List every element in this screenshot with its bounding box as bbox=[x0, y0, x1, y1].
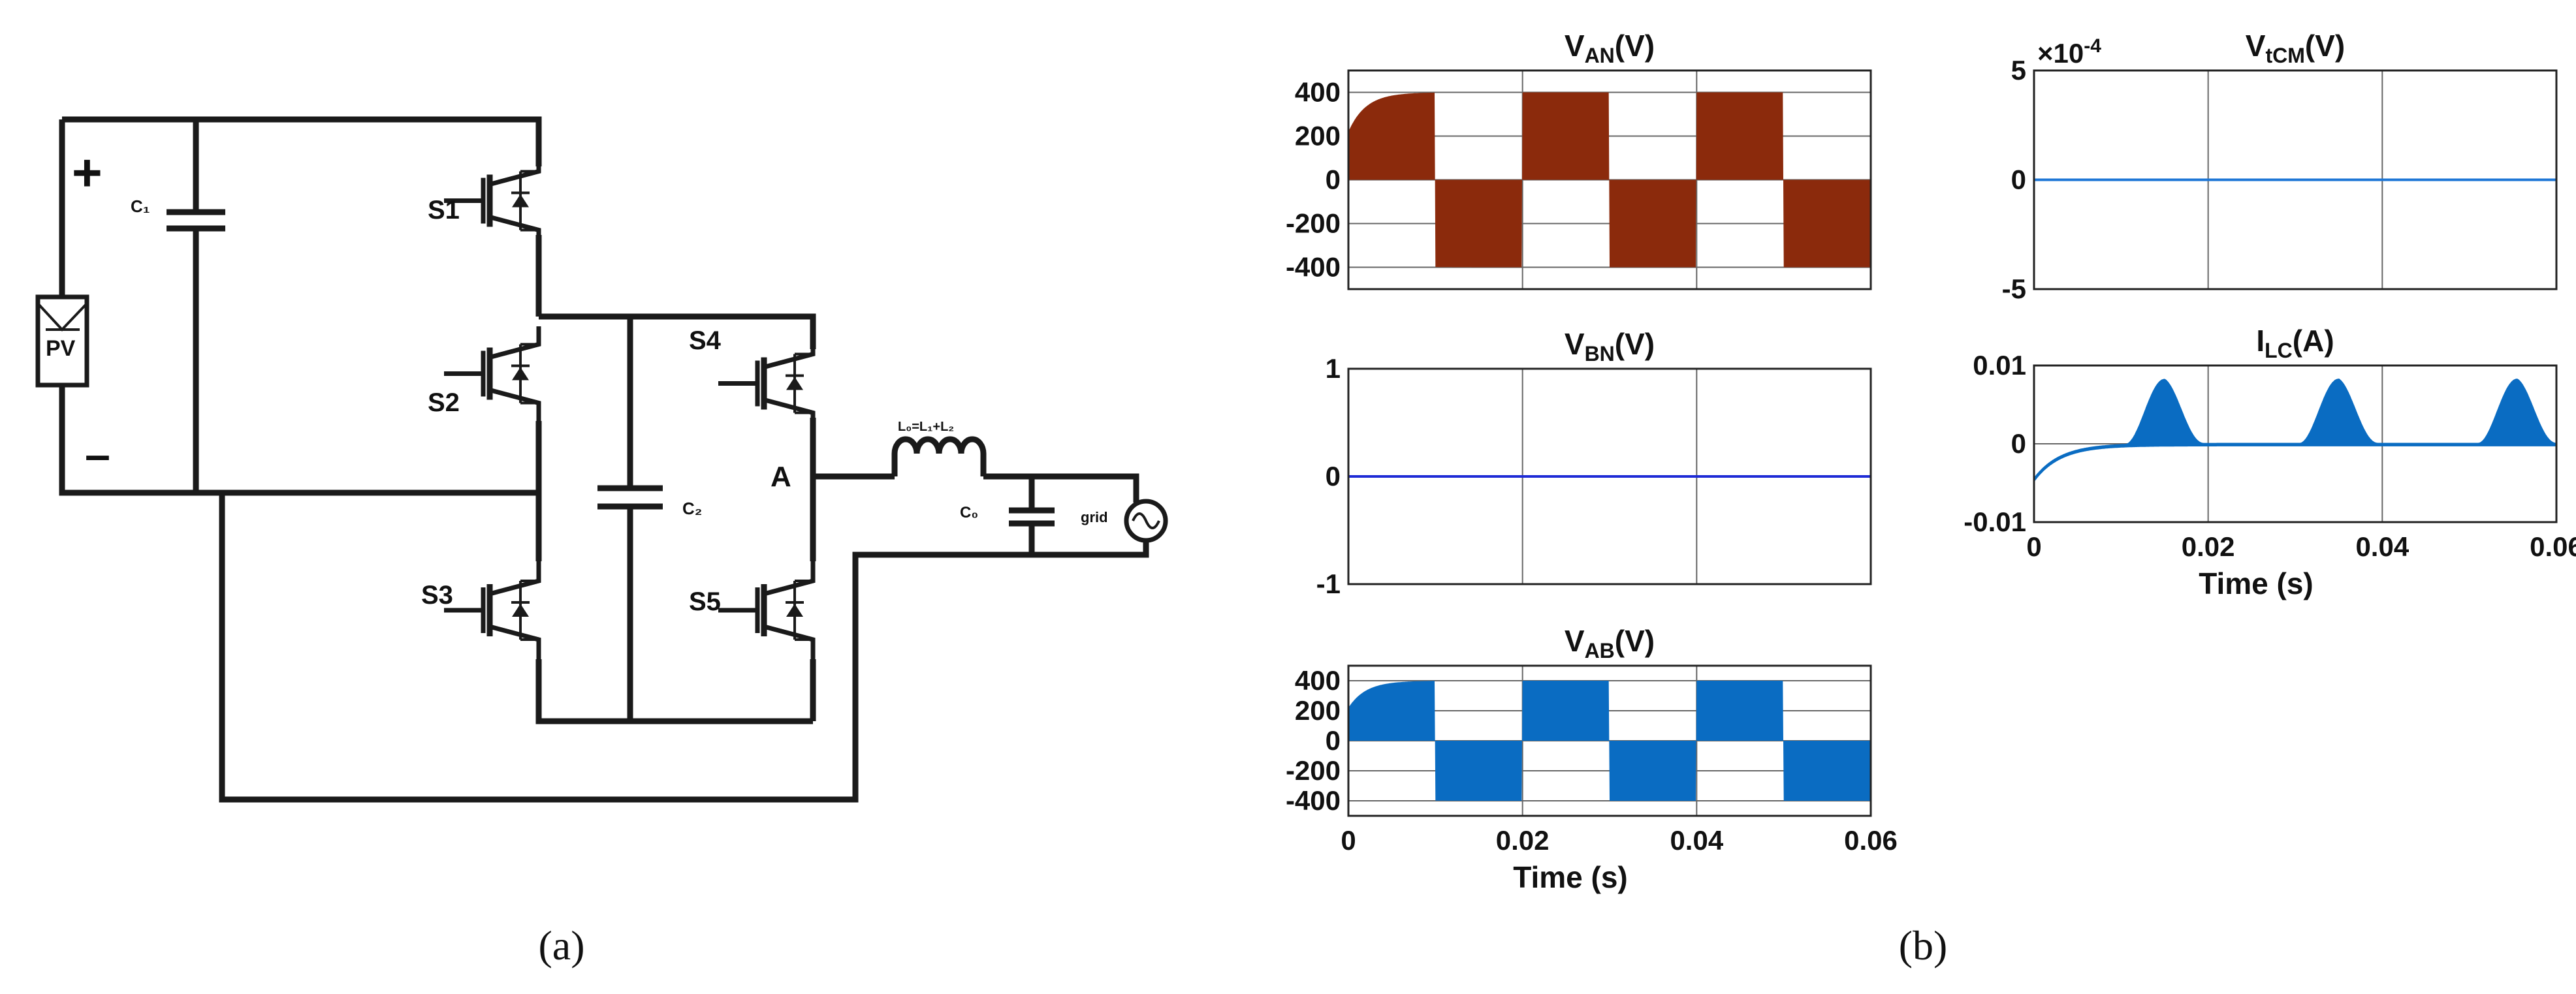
x-axis-label: Time (s) bbox=[1513, 860, 1628, 894]
x-tick-label: 0.02 bbox=[2182, 531, 2235, 562]
chart-van: 400 200 0 -200 -400 VAN(V) bbox=[1286, 29, 1872, 290]
plot-frame bbox=[1347, 664, 1872, 817]
y-tick-label: 0 bbox=[1326, 164, 1341, 195]
y-tick-label: -1 bbox=[1316, 568, 1341, 599]
y-tick-label: -400 bbox=[1286, 252, 1341, 283]
chart-vtcm: 5 0 -5 VtCM(V) ×10-4 bbox=[2002, 29, 2558, 304]
inductor-label: L₀=L₁+L₂ bbox=[898, 420, 954, 434]
y-tick-label: 200 bbox=[1295, 695, 1341, 726]
x-tick-label: 0.04 bbox=[1670, 825, 1723, 856]
s4-igbt-icon bbox=[718, 349, 816, 418]
y-tick-label: 400 bbox=[1295, 77, 1341, 108]
s4-label: S4 bbox=[689, 326, 722, 355]
waveform-charts: 4002000-200-400VAN(V)10-1VBN(V)4002000-2… bbox=[1286, 29, 2576, 894]
mid-rail-wire bbox=[539, 313, 816, 349]
chart-title: ILC(A) bbox=[2256, 324, 2334, 362]
circuit-diagram: + – PV C₁ C₂ C₀ S1 S2 S3 S4 S5 A L₀=L₁+L… bbox=[35, 116, 1168, 803]
minus-sign: – bbox=[85, 429, 110, 480]
s1-label: S1 bbox=[428, 196, 460, 225]
caption-b: (b) bbox=[1899, 922, 1948, 969]
series-ilc-line bbox=[2034, 379, 2556, 482]
node-a-label: A bbox=[771, 461, 791, 493]
x-axis-label: Time (s) bbox=[2199, 567, 2314, 600]
y-tick-label: -200 bbox=[1286, 208, 1341, 239]
caption-a: (a) bbox=[538, 922, 584, 969]
x-tick-label: 0.02 bbox=[1496, 825, 1550, 856]
y-tick-label: -0.01 bbox=[1964, 506, 2026, 537]
plot-frame bbox=[1347, 367, 1872, 585]
axis-exponent-label: ×10-4 bbox=[2037, 35, 2101, 69]
plus-sign: + bbox=[72, 144, 103, 202]
c0-label: C₀ bbox=[960, 504, 978, 521]
y-tick-label: 1 bbox=[1326, 353, 1341, 384]
top-rail-wire bbox=[62, 116, 542, 140]
pv-bottom-wire bbox=[59, 385, 539, 496]
s1-igbt-icon bbox=[444, 166, 541, 235]
y-tick-label: 400 bbox=[1295, 665, 1341, 696]
chart-title: VAB(V) bbox=[1565, 624, 1655, 662]
plot-frame bbox=[2033, 364, 2558, 523]
y-tick-label: 0.01 bbox=[1973, 350, 2026, 381]
c2-label: C₂ bbox=[682, 499, 702, 518]
s2-igbt-icon bbox=[444, 326, 541, 421]
s5-igbt-icon bbox=[718, 561, 816, 659]
s3-label: S3 bbox=[421, 581, 453, 610]
return-wire bbox=[219, 493, 1149, 803]
y-tick-label: 0 bbox=[1326, 461, 1341, 491]
s5-label: S5 bbox=[689, 587, 721, 616]
sine-wave-icon bbox=[1132, 512, 1160, 529]
c1-label: C₁ bbox=[131, 196, 150, 216]
y-tick-label: -400 bbox=[1286, 785, 1341, 816]
y-tick-label: 0 bbox=[1326, 725, 1341, 756]
y-tick-label: -200 bbox=[1286, 755, 1341, 786]
y-tick-label: 5 bbox=[2011, 55, 2026, 85]
series-vab-area bbox=[1348, 681, 1871, 801]
plot-frame bbox=[2033, 69, 2558, 290]
series-van-area bbox=[1348, 92, 1871, 268]
bottom-neg-rail bbox=[535, 659, 813, 724]
chart-title: VAN(V) bbox=[1565, 29, 1655, 67]
chart-vbn: 1 0 -1 VBN(V) bbox=[1316, 327, 1872, 599]
inductor-coil bbox=[891, 436, 987, 476]
plot-frame bbox=[1347, 69, 1872, 290]
x-tick-label: 0.06 bbox=[1844, 825, 1898, 856]
y-tick-label: 200 bbox=[1295, 121, 1341, 151]
y-tick-label: 0 bbox=[2011, 164, 2026, 195]
chart-title: VtCM(V) bbox=[2246, 29, 2345, 67]
pv-label: PV bbox=[46, 336, 76, 361]
x-tick-label: 0.04 bbox=[2355, 531, 2409, 562]
x-tick-label: 0.06 bbox=[2530, 531, 2576, 562]
x-tick-label: 0 bbox=[2026, 531, 2041, 562]
y-tick-label: 0 bbox=[2011, 428, 2026, 459]
pv-module bbox=[35, 294, 89, 388]
chart-title: VBN(V) bbox=[1565, 327, 1655, 365]
y-tick-label: -5 bbox=[2002, 273, 2026, 304]
grid-top-wire bbox=[983, 473, 1139, 503]
s2-label: S2 bbox=[428, 388, 460, 417]
s3-igbt-icon bbox=[444, 561, 541, 659]
x-tick-label: 0 bbox=[1341, 825, 1356, 856]
grid-label: grid bbox=[1081, 509, 1108, 525]
